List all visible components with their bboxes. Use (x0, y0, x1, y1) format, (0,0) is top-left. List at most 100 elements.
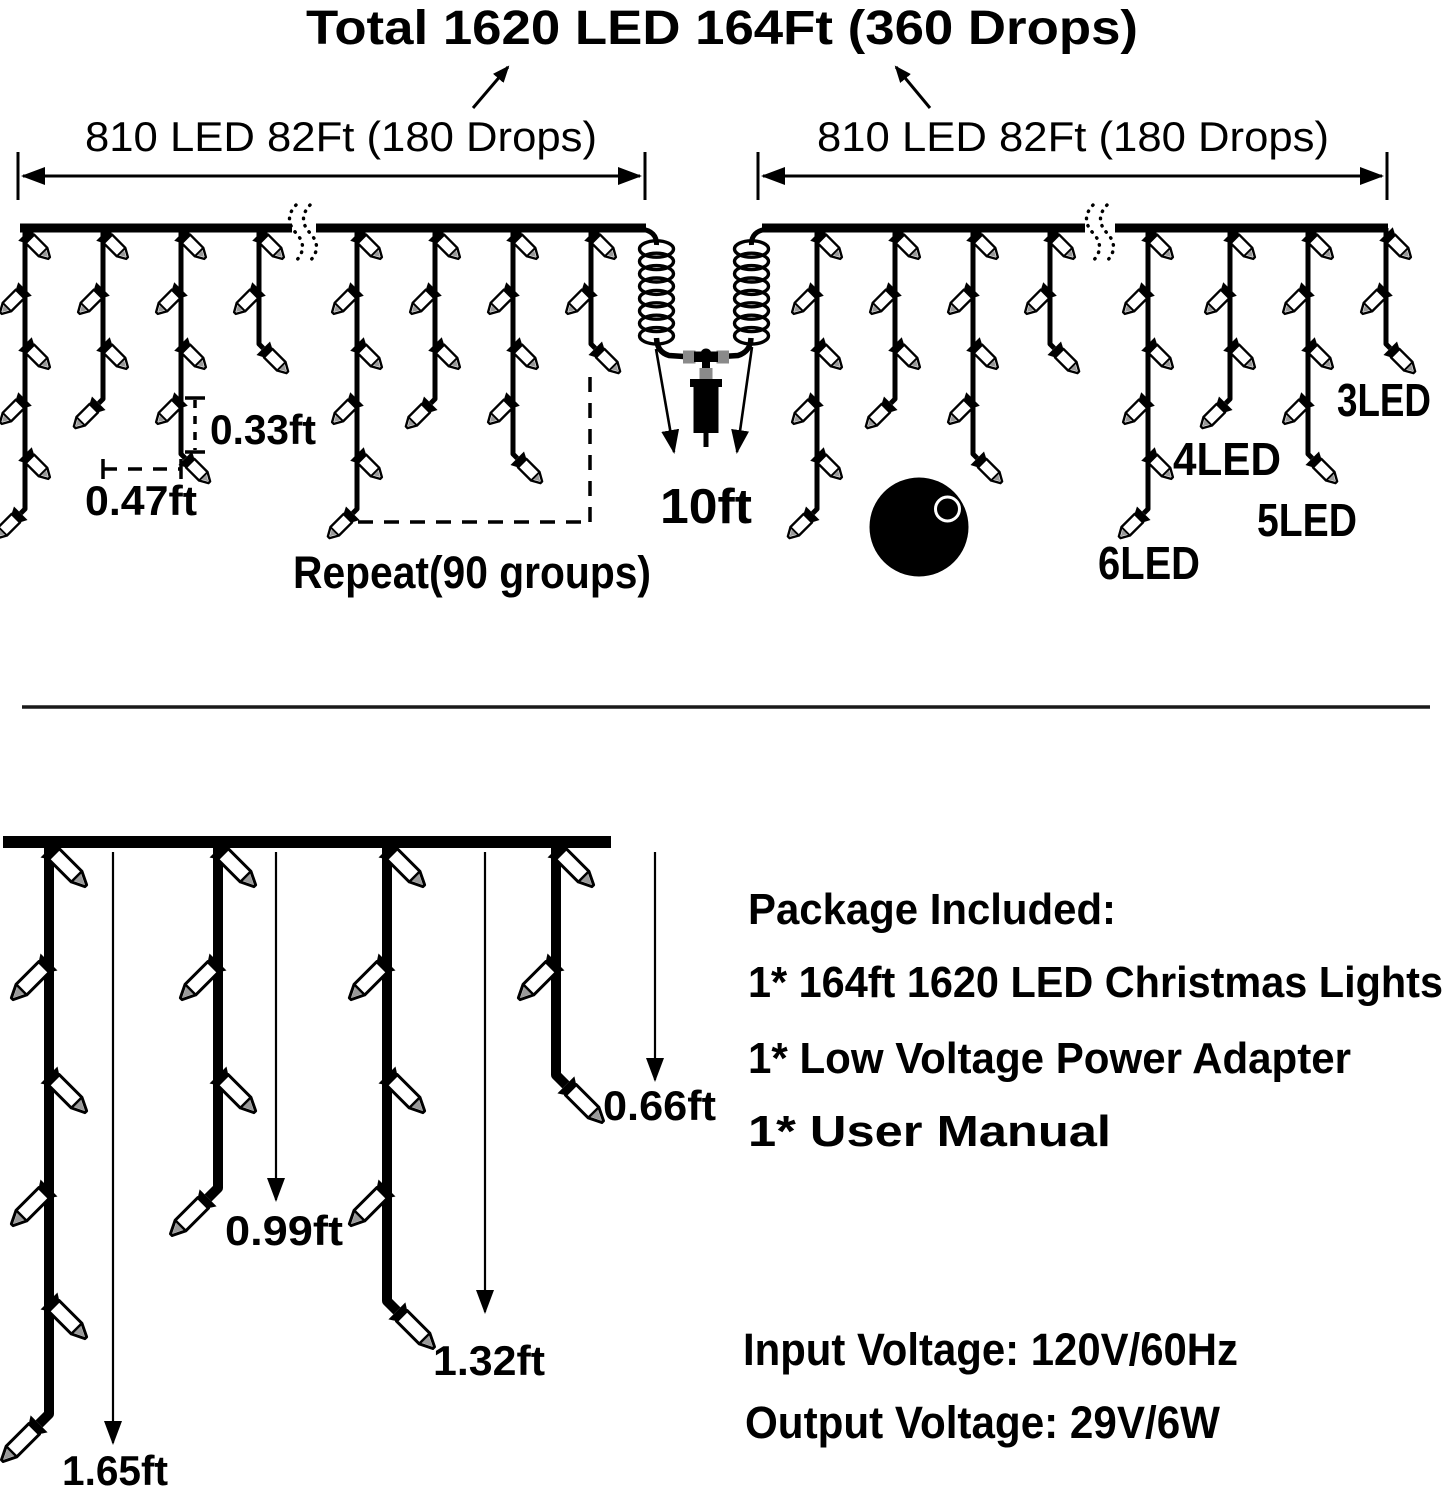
repeat-note: Repeat(90 groups) (293, 547, 651, 598)
led-bulb (1141, 337, 1175, 371)
icicle-drop (428, 228, 438, 406)
led-bulb (256, 341, 290, 375)
dimension-left (16, 152, 647, 200)
drop-length-label-1: 0.99ft (225, 1207, 343, 1254)
led-bulb (584, 227, 618, 261)
led-bulb (0, 1415, 48, 1464)
connector-socket-bottom (699, 368, 713, 380)
title-arrow-left (471, 65, 510, 109)
coiled-wire-loop (732, 263, 771, 284)
repeat-group-box (358, 375, 592, 524)
led-bulb (178, 451, 212, 485)
led-bulb (486, 392, 520, 426)
led-bulb (1301, 337, 1335, 371)
led-bulb (1203, 282, 1237, 316)
led-bulb (564, 282, 598, 316)
led-bulb (888, 337, 922, 371)
drop-length-label-3: 0.66ft (603, 1082, 716, 1129)
icicle-drop (382, 842, 401, 1315)
led-bulb (970, 451, 1004, 485)
led-bulb (18, 447, 52, 481)
icicle-drop (1047, 228, 1057, 351)
icicle-drop (18, 228, 28, 516)
package-item-adapter: 1* Low Voltage Power Adapter (748, 1034, 1351, 1083)
icicle-drop (96, 228, 106, 406)
package-heading: Package Included: (748, 885, 1116, 934)
led-bulb (868, 282, 902, 316)
ul-circle (869, 477, 969, 577)
led-bulb (810, 227, 844, 261)
wire-break-mark (287, 203, 305, 263)
led-bulb (40, 1066, 89, 1115)
coiled-wire-loop (637, 313, 676, 334)
led-bulb (326, 506, 360, 540)
drop-type-label-5led: 5LED (1257, 494, 1357, 546)
wire-break-mark (301, 203, 319, 263)
led-bulb (966, 227, 1000, 261)
led-bulb (790, 282, 824, 316)
led-bulb (174, 227, 208, 261)
wire-break-mark (1084, 203, 1102, 263)
led-bulb (0, 282, 32, 316)
title-arrow-right (894, 65, 932, 109)
input-voltage: Input Voltage: 120V/60Hz (743, 1324, 1238, 1375)
drop-spacing-label: 0.47ft (85, 477, 197, 524)
led-bulb (18, 227, 52, 261)
led-spacing-label: 0.33ft (210, 406, 316, 453)
led-bulb (232, 282, 266, 316)
coil-wire-right-in (721, 337, 754, 360)
icicle-drop (588, 228, 598, 351)
led-bulb (9, 1179, 58, 1228)
ul-letter-l: L (919, 503, 950, 577)
output-voltage: Output Voltage: 29V/6W (745, 1397, 1220, 1448)
led-bulb (209, 1066, 258, 1115)
led-bulb (864, 396, 898, 430)
led-bulb (350, 227, 384, 261)
coiled-wire-loop (732, 301, 771, 321)
led-bulb (486, 282, 520, 316)
icicle-drop (1223, 228, 1233, 406)
led-bulb (72, 396, 106, 430)
led-bulb (588, 341, 622, 375)
led-bulb (1043, 227, 1077, 261)
led-bulb (966, 337, 1000, 371)
led-bulb (1383, 341, 1417, 375)
drop-type-label-6led: 6LED (1098, 537, 1200, 589)
drop-length-label-2: 1.32ft (433, 1337, 545, 1384)
drop-length-label-0: 1.65ft (62, 1447, 168, 1489)
icicle-drop (1305, 228, 1315, 461)
led-bulb (168, 1189, 217, 1238)
led-bulb (1359, 282, 1393, 316)
coiled-wire-loop (637, 301, 676, 321)
coiled-wire-loop (732, 325, 771, 346)
section-length-right: 810 LED 82Ft (180 Drops) (817, 113, 1329, 160)
led-bulb (154, 392, 188, 426)
ul-certification-mark: U L R (869, 477, 969, 577)
led-bulb (428, 337, 462, 371)
coiled-wire-loop (637, 288, 676, 309)
led-bulb (506, 337, 540, 371)
plug-prong (703, 433, 709, 447)
registered-icon (934, 495, 961, 523)
coiled-wire-loop (732, 313, 771, 334)
icicle-drop (551, 842, 570, 1089)
ul-letter-u: U (879, 496, 918, 570)
page-title: Total 1620 LED 164Ft (360 Drops) (306, 2, 1138, 55)
led-bulb (350, 447, 384, 481)
led-bulb (506, 227, 540, 261)
coiled-wire-loop (732, 276, 771, 297)
led-bulb (154, 282, 188, 316)
led-bulb (810, 337, 844, 371)
led-bulb (1117, 506, 1151, 540)
coiled-wire-loop (732, 288, 771, 309)
led-bulb (516, 953, 565, 1002)
wire-break-mark (1098, 203, 1116, 263)
icicle-drop (178, 228, 188, 461)
bottom-roof-wire (3, 836, 611, 848)
led-bulb (40, 1292, 89, 1341)
led-bulb (178, 953, 227, 1002)
drop-type-label-4led: 4LED (1173, 433, 1281, 485)
connector-length-label: 10ft (660, 480, 752, 534)
icicle-drop (256, 228, 266, 351)
